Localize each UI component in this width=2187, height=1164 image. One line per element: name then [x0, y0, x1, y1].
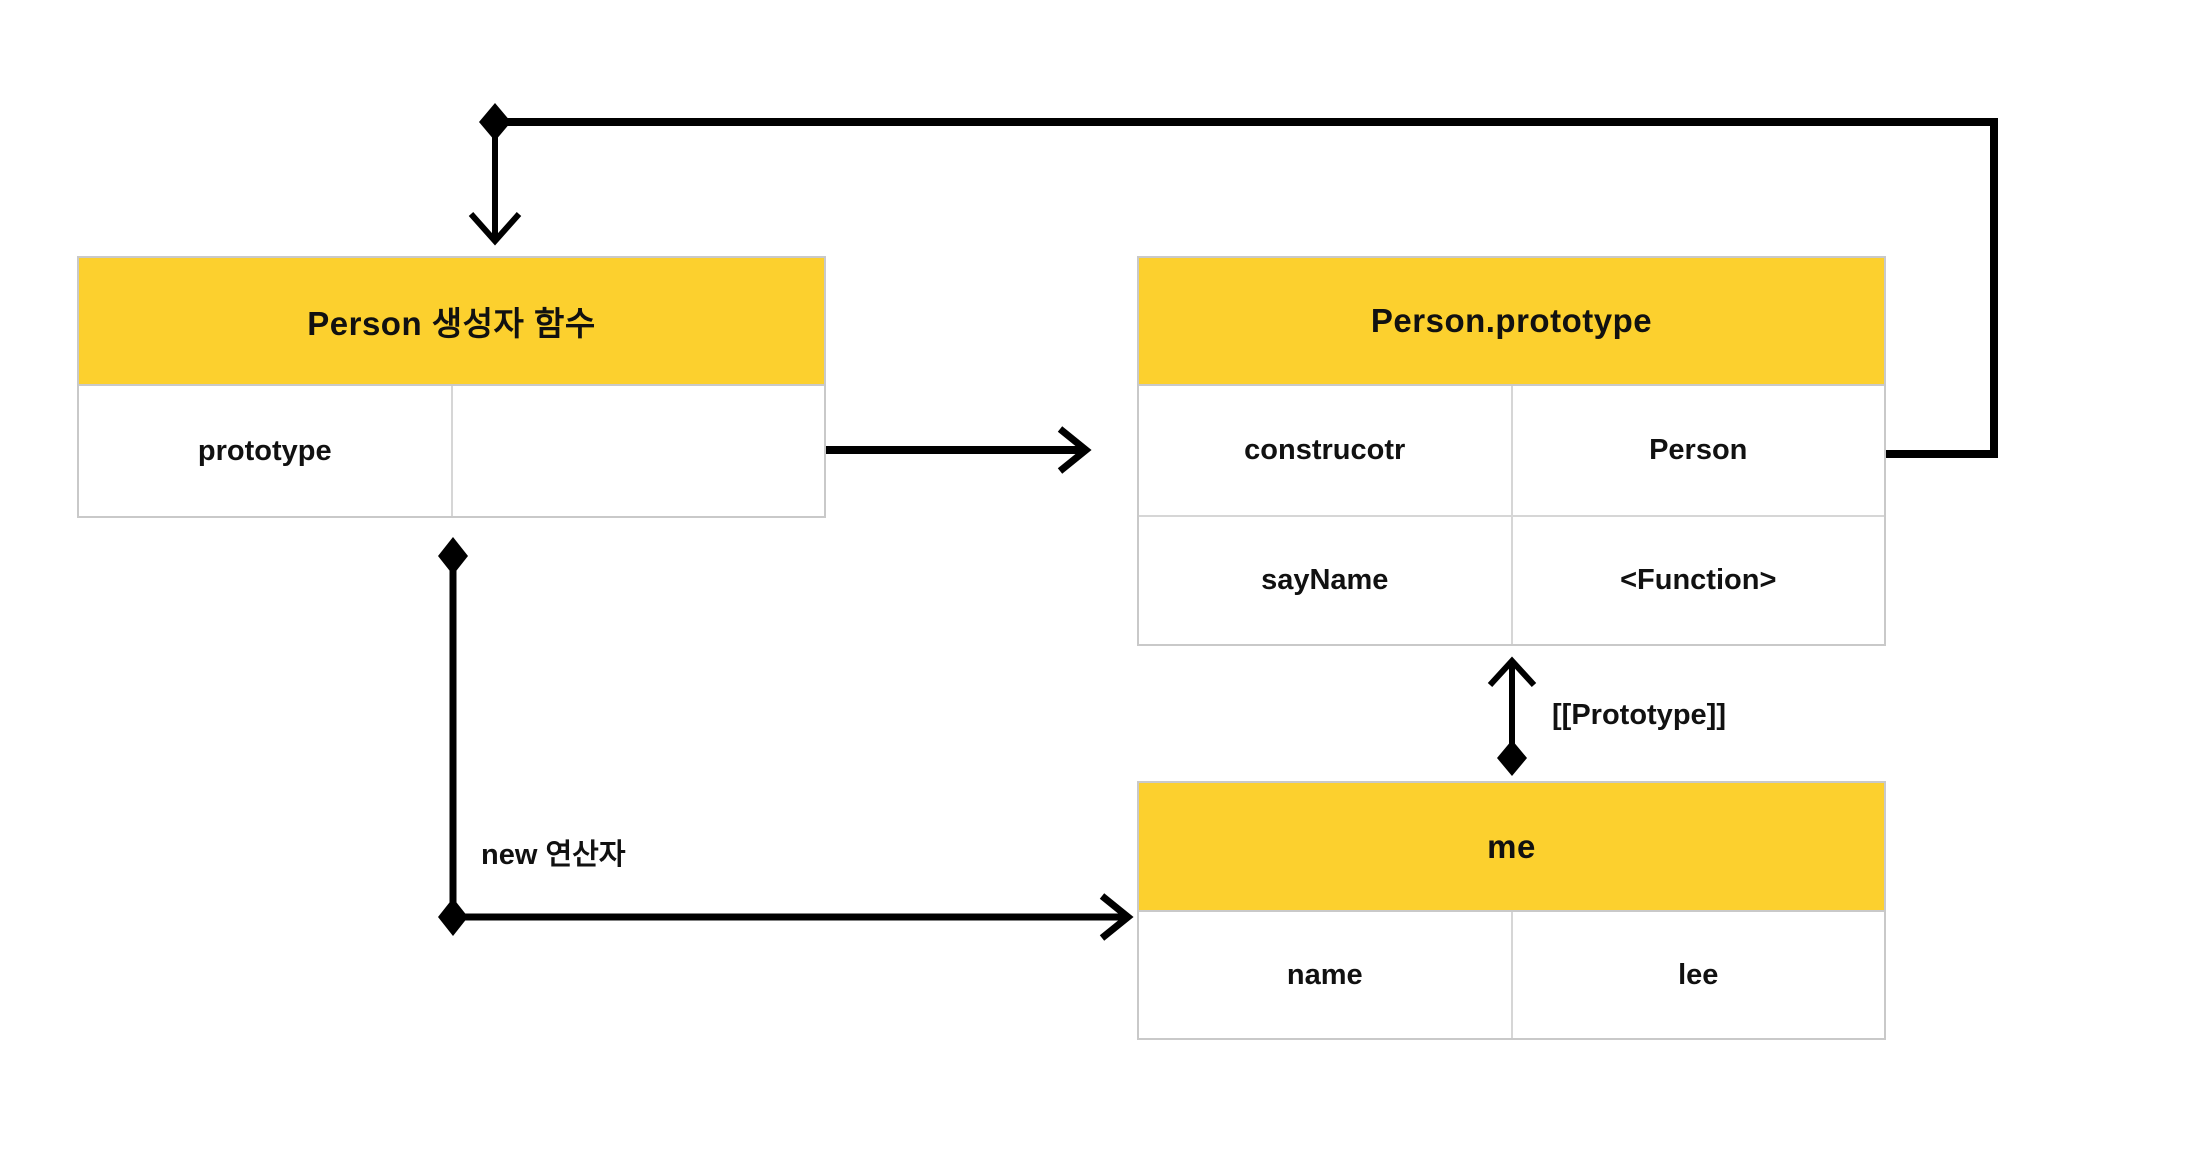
cell-value: Person — [1649, 434, 1748, 466]
down-arrowhead-icon — [468, 212, 522, 246]
cell-key: sayName — [1139, 517, 1513, 644]
cell-value: lee — [1678, 958, 1719, 991]
cell-value — [453, 386, 825, 516]
table-row: name lee — [1139, 912, 1884, 1038]
entity-header: me — [1139, 783, 1884, 912]
cell-key: construcotr — [1139, 386, 1513, 515]
table-row: sayName <Function> — [1139, 515, 1884, 644]
entity-person-constructor: Person 생성자 함수 prototype — [77, 256, 826, 518]
cell-key: prototype — [79, 386, 453, 516]
diamond-icon — [438, 898, 468, 936]
diamond-icon — [1497, 740, 1527, 776]
cell-value: <Function> — [1620, 564, 1777, 596]
diamond-icon — [438, 537, 468, 575]
new-operator-label: new 연산자 — [481, 839, 626, 871]
up-arrowhead-icon — [1487, 656, 1537, 688]
entity-person-prototype: Person.prototype construcotr Person sayN… — [1137, 256, 1886, 646]
entity-header: Person.prototype — [1139, 258, 1884, 386]
right-arrowhead-icon — [1057, 426, 1092, 474]
entity-header: Person 생성자 함수 — [79, 258, 824, 386]
table-row: construcotr Person — [1139, 386, 1884, 515]
cell-key: name — [1139, 912, 1513, 1038]
entity-me: me name lee — [1137, 781, 1886, 1040]
prototype-slot-label: [[Prototype]] — [1552, 699, 1726, 731]
right-arrowhead-icon — [1099, 893, 1134, 941]
table-row: prototype — [79, 386, 824, 516]
diamond-icon — [479, 103, 511, 141]
